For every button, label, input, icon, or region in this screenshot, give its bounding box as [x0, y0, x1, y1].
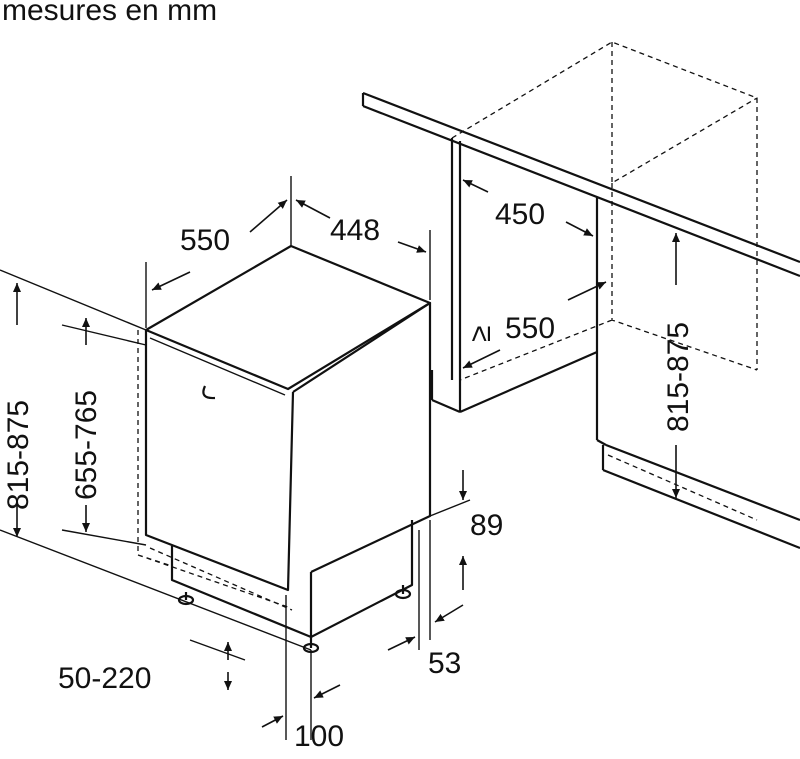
dishwasher-body: [137, 244, 432, 654]
dimension-labels: 550 448 450 ≥ 550 815-875 655-765 815-87…: [2, 198, 695, 753]
label-feet: 50-220: [58, 662, 151, 695]
dishwasher-dashed-outline: [137, 330, 293, 611]
label-plinth-min: 53: [428, 647, 461, 680]
dimension-arrows: [13, 179, 680, 728]
label-niche-depth-symbol: ≥: [464, 326, 497, 342]
left-plinth-bottom: [431, 398, 461, 414]
label-niche-depth: 550: [505, 312, 555, 345]
door-top-bevel: [149, 337, 286, 396]
label-total-height: 815-875: [2, 400, 35, 510]
right-cabinet-bottom: [605, 443, 800, 522]
label-door-height: 655-765: [70, 390, 103, 500]
floor-line-right: [602, 468, 800, 550]
label-plinth-offset: 100: [294, 720, 344, 753]
dishwasher-door: [144, 330, 295, 592]
niche-floor-left: [459, 350, 598, 414]
plinth-side: [310, 520, 414, 638]
label-niche-width: 450: [495, 198, 545, 231]
label-depth: 550: [180, 224, 230, 257]
niche-dashed-outline: [451, 41, 758, 521]
label-plinth-height: 89: [470, 509, 503, 542]
door-handle: [202, 385, 216, 400]
countertop-top-edge: [362, 91, 800, 264]
label-width: 448: [330, 214, 380, 247]
label-niche-height: 815-875: [662, 322, 695, 432]
plinth-front: [170, 546, 313, 639]
countertop-bottom-edge: [362, 104, 800, 278]
niche-drawing: [361, 41, 800, 550]
diagram-title: mesures en mm: [2, 0, 217, 27]
right-cabinet-corner: [596, 439, 607, 446]
dishwasher-top: [144, 244, 432, 391]
dishwasher-side: [292, 301, 432, 573]
extension-lines: [0, 176, 471, 740]
